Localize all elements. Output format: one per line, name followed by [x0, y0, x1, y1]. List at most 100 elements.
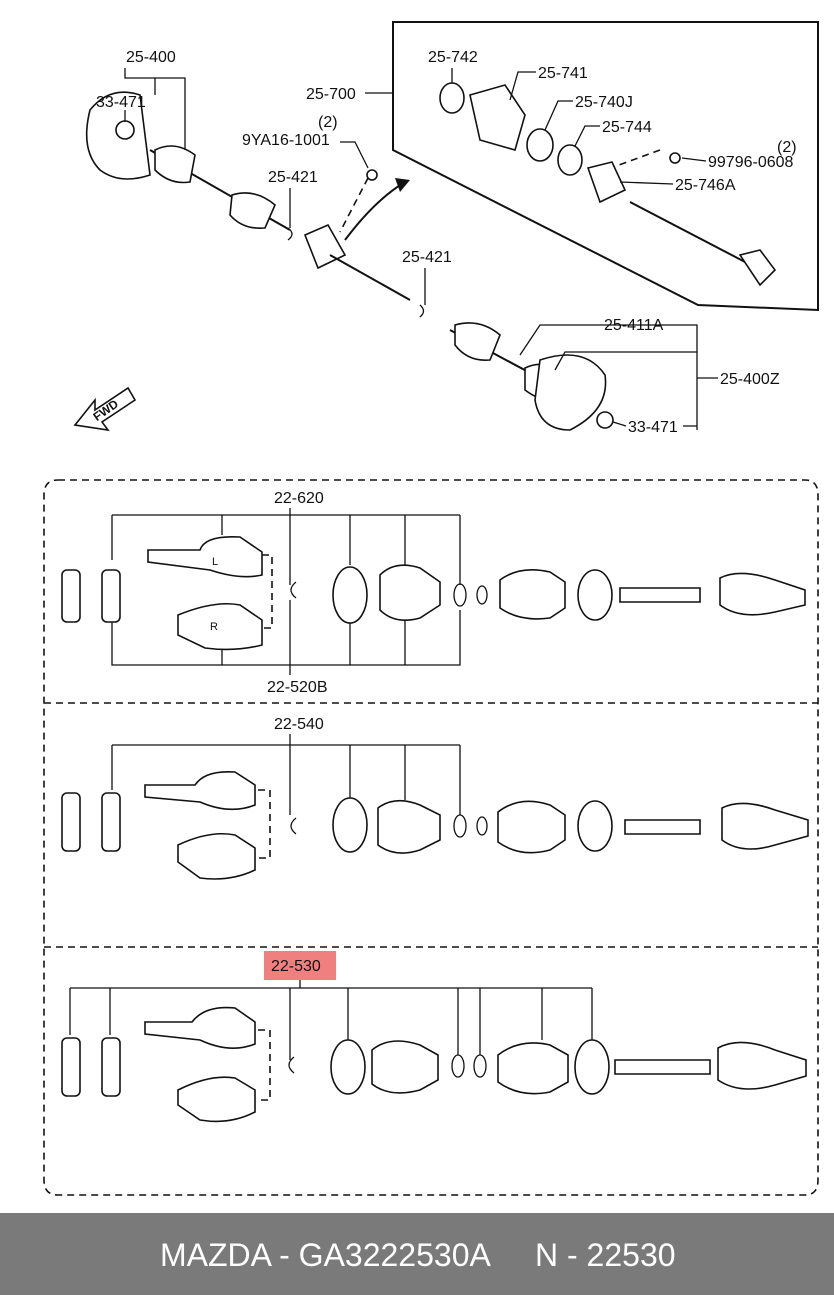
- left-boot: [154, 145, 196, 184]
- leader-25-741: [509, 71, 536, 101]
- leader-9ya16: [340, 141, 369, 169]
- snap-ring-2: [290, 817, 297, 835]
- band-clamp-3: [330, 1039, 366, 1095]
- lr-joint-bracket-2: [258, 789, 271, 859]
- bracket-22-540: [111, 734, 461, 815]
- label-99796-0608: 99796-0608: [708, 154, 794, 171]
- shaft-1: [619, 587, 701, 603]
- label-25-700: 25-700: [306, 86, 356, 103]
- bearing-25-740j: [526, 128, 554, 162]
- inner-joint-right-2: [177, 832, 256, 880]
- footer-part-number: MAZDA - GA3222530A: [160, 1237, 491, 1273]
- leader-99796: [681, 157, 707, 162]
- grease-tube-2a: [61, 792, 81, 852]
- band-clamp-3b: [574, 1039, 610, 1095]
- leader-25-740j: [544, 100, 573, 131]
- label-25-741: 25-741: [538, 65, 588, 82]
- label-25-400: 25-400: [126, 49, 176, 66]
- boot-outer-1: [499, 569, 566, 620]
- label-25-740j: 25-740J: [575, 94, 633, 111]
- label-22-540: 22-540: [274, 716, 324, 733]
- label-L: L: [212, 556, 218, 568]
- clip-2b: [476, 816, 488, 836]
- band-clamp-2: [332, 797, 368, 853]
- label-R: R: [210, 621, 218, 633]
- leader-25-400z-bracket: [554, 351, 697, 371]
- leader-33-471-b: [612, 421, 697, 427]
- leader-25-400: [124, 68, 186, 150]
- footer-bar: MAZDA - GA3222530A N - 22530: [0, 1213, 834, 1295]
- footer-diagram-number: N - 22530: [535, 1237, 676, 1273]
- outer-joint-3: [717, 1041, 807, 1090]
- parts-diagram: FWD 25-400 33-471 (2) 9YA16-1001 25-421 …: [43, 21, 819, 1196]
- bolt-9ya16: [366, 169, 378, 181]
- bolt-99796: [669, 152, 681, 164]
- pointer-arrowhead: [395, 178, 410, 192]
- bolt-dash-line: [339, 177, 369, 233]
- label-25-744: 25-744: [602, 119, 652, 136]
- snap-ring-1: [290, 581, 297, 599]
- snap-ring-middle: [419, 304, 425, 318]
- label-25-421-a: 25-421: [268, 169, 318, 186]
- snap-ring-3: [288, 1056, 295, 1074]
- inner-joint-left-3: [144, 1006, 256, 1049]
- seal-25-742: [439, 82, 465, 114]
- grease-tube-2b: [101, 792, 121, 852]
- grease-tube-1b: [101, 569, 121, 623]
- label-22-520b: 22-520B: [267, 679, 328, 696]
- shaft-2: [624, 819, 701, 835]
- snap-ring-left: [287, 227, 293, 241]
- bracket-25-746a: [586, 161, 627, 204]
- label-9ya16-1001: 9YA16-1001: [242, 132, 330, 149]
- inner-joint-left-2: [144, 770, 256, 811]
- clip-3a: [451, 1054, 465, 1078]
- label-22-530: 22-530: [271, 958, 321, 975]
- leader-25-744: [574, 125, 600, 147]
- right-inner-joint: [454, 322, 501, 362]
- middle-shaft: [329, 254, 411, 301]
- label-25-421-b: 25-421: [402, 249, 452, 266]
- outer-joint-2: [721, 802, 809, 850]
- inner-joint-right-3: [177, 1076, 256, 1123]
- band-clamp-2b: [577, 800, 613, 852]
- clip-3b: [473, 1054, 487, 1078]
- leader-25-411a: [519, 324, 698, 430]
- label-99796-qty: (2): [777, 139, 797, 156]
- boot-inner-2: [377, 799, 441, 854]
- label-25-746a: 25-746A: [675, 177, 736, 194]
- lr-joint-bracket-3: [258, 1029, 271, 1101]
- lr-joint-bracket-1: [262, 554, 273, 629]
- boot-inner-1: [379, 564, 441, 621]
- kit-group-outline: [43, 479, 819, 1196]
- boot-outer-2: [497, 800, 566, 854]
- clip-1b: [476, 585, 488, 605]
- inner-joint-left-1: [147, 535, 263, 578]
- seal-25-744: [557, 144, 583, 176]
- bracket-25-741: [469, 84, 526, 151]
- bracket-22-520b: [111, 585, 461, 675]
- pointer-arc: [344, 181, 406, 241]
- label-25-742: 25-742: [428, 49, 478, 66]
- grease-tube-3a: [61, 1037, 81, 1097]
- band-clamp-1b: [577, 569, 613, 621]
- left-inner-joint: [229, 192, 276, 230]
- boot-inner-3: [497, 1042, 569, 1095]
- outer-joint-1: [719, 572, 806, 616]
- bracket-22-620: [111, 508, 461, 585]
- bracket-22-530: [69, 980, 593, 1060]
- band-clamp-1: [332, 566, 368, 624]
- label-9ya16-qty: (2): [318, 114, 338, 131]
- hub-nut-left: [115, 120, 135, 140]
- shaft-3: [614, 1059, 711, 1075]
- kit-box-25-700: [392, 21, 819, 312]
- boot-outer-3: [371, 1040, 439, 1094]
- clip-2a: [453, 814, 467, 838]
- right-hub-outline: [534, 354, 607, 431]
- highlight-22-530: [264, 951, 336, 980]
- fwd-arrow: FWD: [73, 386, 137, 432]
- inner-joint-right-1: [177, 602, 263, 651]
- grease-tube-3b: [101, 1037, 121, 1097]
- label-33-471-a: 33-471: [96, 94, 146, 111]
- label-22-620: 22-620: [274, 490, 324, 507]
- bearing-bracket: [303, 223, 347, 270]
